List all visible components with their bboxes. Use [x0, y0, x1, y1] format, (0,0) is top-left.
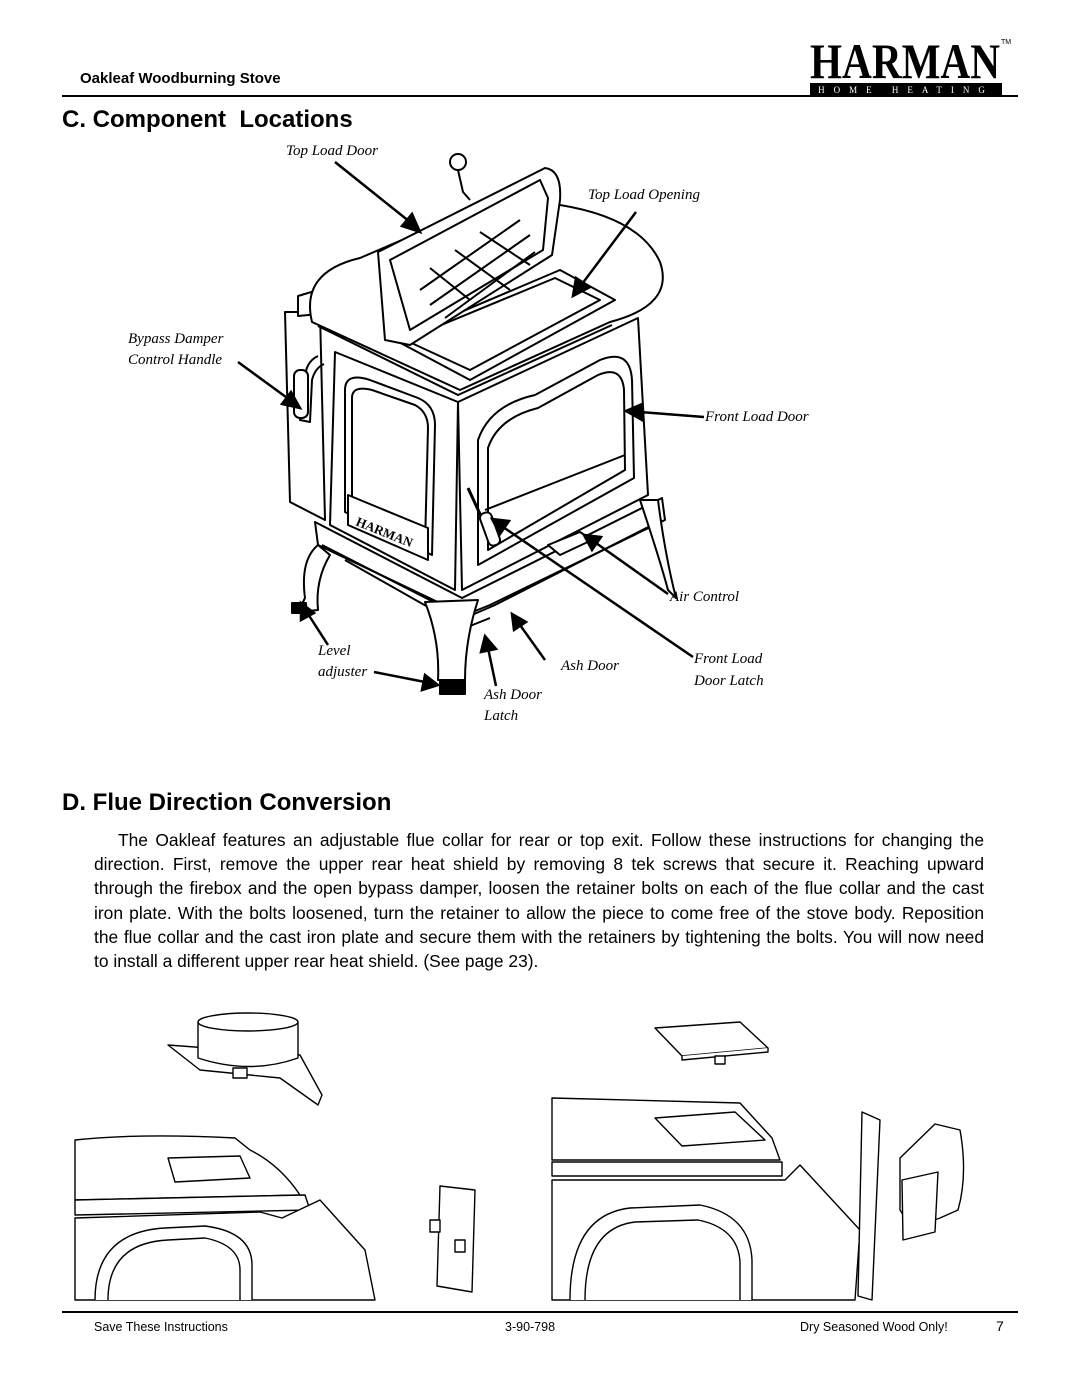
footer-dry-wood-notice: Dry Seasoned Wood Only!	[800, 1320, 948, 1334]
harman-logo: HARMAN TM HOME HEATING	[810, 33, 1011, 96]
callout-front-load-door: Front Load Door	[705, 409, 809, 425]
callout-front-load-latch-line1: Front Load	[694, 651, 763, 667]
logo-subtext: HOME HEATING	[818, 85, 994, 95]
header-rule	[62, 95, 1018, 97]
callout-level-line2: adjuster	[318, 664, 368, 680]
callout-ash-door-latch-line2: Latch	[484, 708, 519, 724]
footer-save-instructions: Save These Instructions	[94, 1320, 228, 1334]
section-d-body: The Oakleaf features an adjustable flue …	[94, 830, 984, 972]
callout-top-load-opening: Top Load Opening	[588, 187, 700, 203]
callout-ash-door: Ash Door	[561, 658, 619, 674]
callout-air-control: Air Control	[670, 589, 740, 605]
callout-level-line1: Level	[318, 643, 351, 659]
callout-bypass-line1: Bypass Damper	[128, 331, 224, 347]
logo-wordmark: HARMAN	[810, 33, 1000, 89]
callout-front-load-latch-line2: Door Latch	[694, 673, 764, 689]
section-d-heading: D. Flue Direction Conversion	[62, 789, 392, 816]
callout-ash-door-latch-line1: Ash Door	[484, 687, 542, 703]
section-c-heading: C. Component Locations	[62, 106, 353, 133]
document-title: Oakleaf Woodburning Stove	[80, 70, 281, 87]
footer-doc-number: 3-90-798	[505, 1320, 556, 1334]
footer-rule	[62, 1311, 1018, 1313]
logo-tm: TM	[1001, 39, 1011, 46]
callout-bypass-line2: Control Handle	[128, 352, 223, 368]
callout-top-load-door: Top Load Door	[286, 143, 378, 159]
page-number: 7	[996, 1318, 1004, 1334]
